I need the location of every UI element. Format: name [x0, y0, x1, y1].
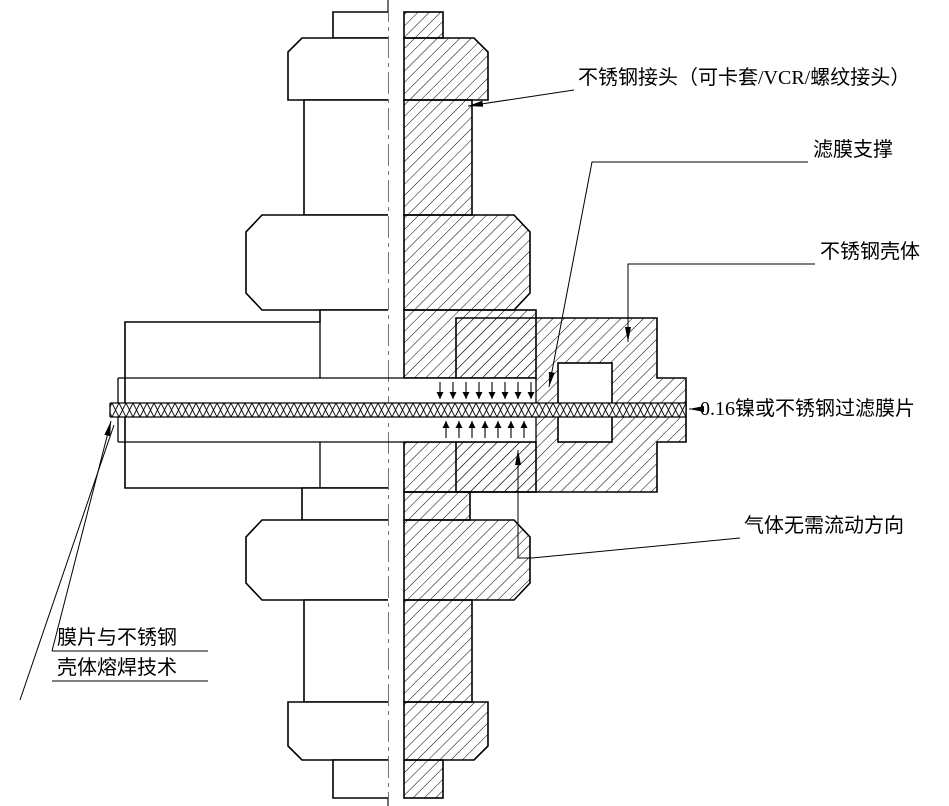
leader-support [548, 161, 808, 388]
connector-top-hex-section [403, 214, 531, 311]
leader-weld-b [19, 424, 115, 701]
filter-membrane [109, 402, 687, 418]
connector-bottom-nut [287, 701, 388, 761]
connector-bottom-hex [245, 519, 388, 601]
label-shell: 不锈钢壳体 [820, 240, 920, 263]
connector-top-cap [332, 11, 388, 39]
label-weld-line2: 壳体熔焊技术 [57, 656, 177, 679]
labels: 不锈钢接头（可卡套/VCR/螺纹接头） 滤膜支撑 不锈钢壳体 0.16镍或不锈钢… [57, 66, 920, 679]
leader-flow [515, 450, 741, 559]
connector-top-body [303, 99, 388, 216]
label-flow: 气体无需流动方向 [744, 514, 904, 537]
leader-shell [625, 263, 815, 342]
connector-top-nut-section [403, 37, 489, 101]
connector-top-nut [287, 37, 388, 101]
connector-bottom-nut-section [403, 701, 489, 761]
connector-top-cap-section [403, 11, 444, 39]
connector-top-body-section [403, 99, 473, 216]
lower-gas-channel [389, 417, 536, 442]
connector-bottom-cap [332, 759, 388, 799]
connector-bottom-hex-section [403, 519, 531, 601]
upper-gas-channel [389, 378, 536, 403]
label-support: 滤膜支撑 [813, 138, 893, 161]
leader-lines [19, 89, 815, 701]
label-weld-line1: 膜片与不锈钢 [57, 626, 177, 649]
connector-bottom-body-section [403, 599, 473, 703]
external-left-half [124, 11, 388, 799]
membrane-border [109, 402, 687, 418]
flow-arrows-down [436, 382, 535, 399]
label-connector: 不锈钢接头（可卡套/VCR/螺纹接头） [578, 66, 910, 89]
flow-arrows-up [442, 421, 528, 438]
leader-weld-a [51, 420, 112, 652]
membrane-mesh [110, 403, 686, 417]
label-membrane: 0.16镍或不锈钢过滤膜片 [700, 397, 915, 420]
leader-connector [467, 89, 575, 107]
connector-bottom-body [303, 599, 388, 703]
connector-top-hex [245, 214, 388, 311]
connector-bottom-neck-section [403, 491, 471, 521]
housing-flange [124, 309, 388, 489]
connector-bottom-cap-section [403, 759, 444, 799]
connector-bottom-neck [301, 487, 388, 521]
